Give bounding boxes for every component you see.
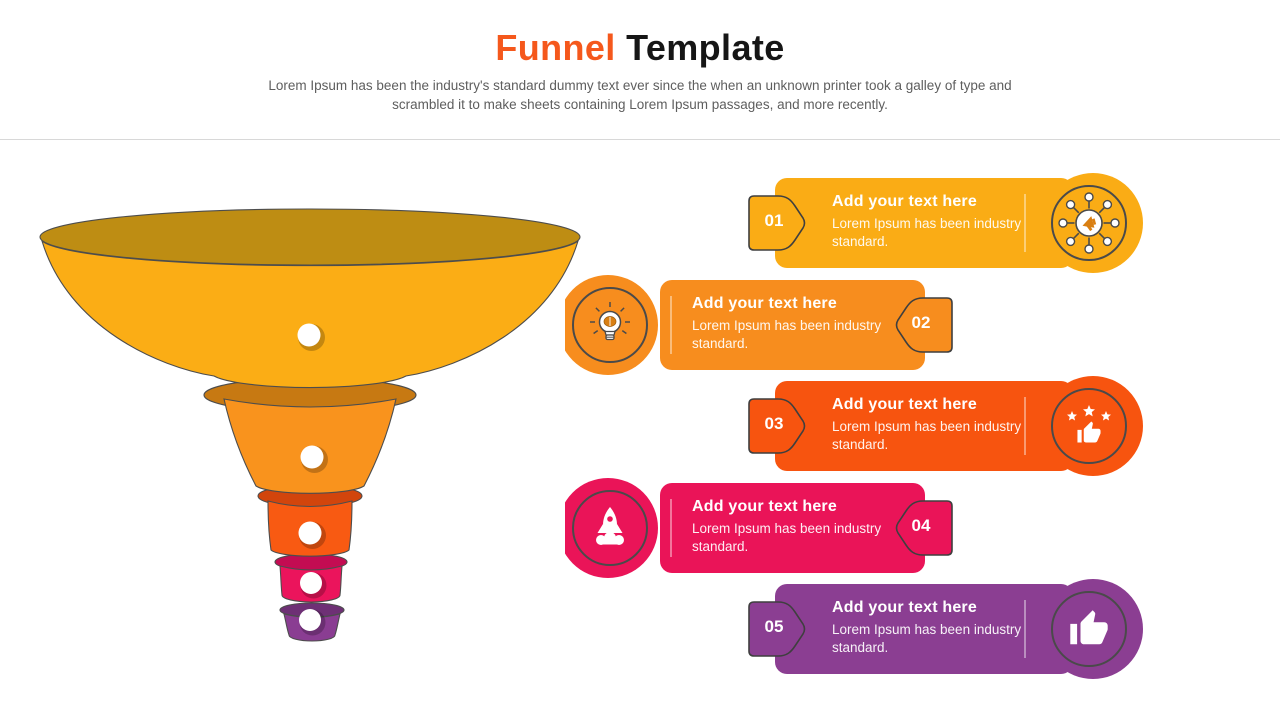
- number-tag-shape: [895, 297, 953, 353]
- network-megaphone-icon: [1058, 192, 1120, 254]
- subtitle-line-2: scrambled it to make sheets containing L…: [392, 97, 888, 113]
- card-title[interactable]: Add your text here: [832, 193, 977, 210]
- step-number: 01: [764, 211, 784, 230]
- page-title-rest: Template: [615, 27, 785, 68]
- card-desc[interactable]: Lorem Ipsum has been industry standard.: [692, 521, 882, 554]
- card-step-04[interactable]: 04 Add your text here Lorem Ipsum has be…: [565, 477, 985, 579]
- card-title[interactable]: Add your text here: [692, 295, 837, 312]
- step-number: 04: [911, 516, 931, 535]
- step-number: 03: [764, 414, 784, 433]
- card-title[interactable]: Add your text here: [692, 498, 837, 515]
- idea-bulb-icon: [590, 302, 630, 341]
- card-body: [775, 584, 1073, 674]
- page-subtitle: Lorem Ipsum has been the industry's stan…: [0, 76, 1280, 115]
- subtitle-line-1: Lorem Ipsum has been the industry's stan…: [268, 77, 1012, 93]
- funnel-dot-3: [298, 521, 326, 549]
- number-tag-shape: [748, 601, 806, 657]
- card-body: [775, 178, 1073, 268]
- page-title: Funnel Template: [0, 28, 1280, 68]
- funnel-dot-4: [300, 572, 327, 599]
- card-step-01[interactable]: 01 Add your text here Lorem Ipsum has be…: [745, 172, 1165, 274]
- header-divider: [0, 139, 1280, 140]
- card-body: [660, 483, 925, 573]
- card-step-05[interactable]: 05 Add your text here Lorem Ipsum has be…: [745, 578, 1165, 680]
- card-desc[interactable]: Lorem Ipsum has been industry standard.: [692, 318, 882, 351]
- card-title[interactable]: Add your text here: [832, 599, 977, 616]
- rocket-launch-icon: [596, 507, 624, 545]
- card-desc[interactable]: Lorem Ipsum has been industry standard.: [832, 622, 1022, 655]
- funnel-dot-5: [299, 609, 326, 636]
- card-body: [775, 381, 1073, 471]
- funnel-diagram[interactable]: [10, 195, 610, 655]
- rating-stars-thumb-icon: [1067, 405, 1111, 443]
- number-tag-shape: [748, 195, 806, 251]
- funnel-dot-2: [300, 445, 328, 473]
- number-tag-shape: [748, 398, 806, 454]
- number-tag-shape: [895, 500, 953, 556]
- card-title[interactable]: Add your text here: [832, 396, 977, 413]
- step-number: 02: [911, 313, 931, 332]
- card-desc[interactable]: Lorem Ipsum has been industry standard.: [832, 419, 1022, 452]
- card-step-02[interactable]: 02 Add your text here Lorem Ipsum has be…: [565, 274, 985, 376]
- header: Funnel Template Lorem Ipsum has been the…: [0, 0, 1280, 115]
- card-step-03[interactable]: 03 Add your text here Lorem Ipsum has be…: [745, 375, 1165, 477]
- card-desc[interactable]: Lorem Ipsum has been industry standard.: [832, 216, 1022, 249]
- step-number: 05: [764, 617, 784, 636]
- funnel-dot-1: [297, 323, 325, 351]
- thumbs-up-icon: [1070, 610, 1108, 645]
- page-title-accent: Funnel: [495, 27, 616, 68]
- funnel-stage-1-top: [39, 208, 581, 266]
- card-body: [660, 280, 925, 370]
